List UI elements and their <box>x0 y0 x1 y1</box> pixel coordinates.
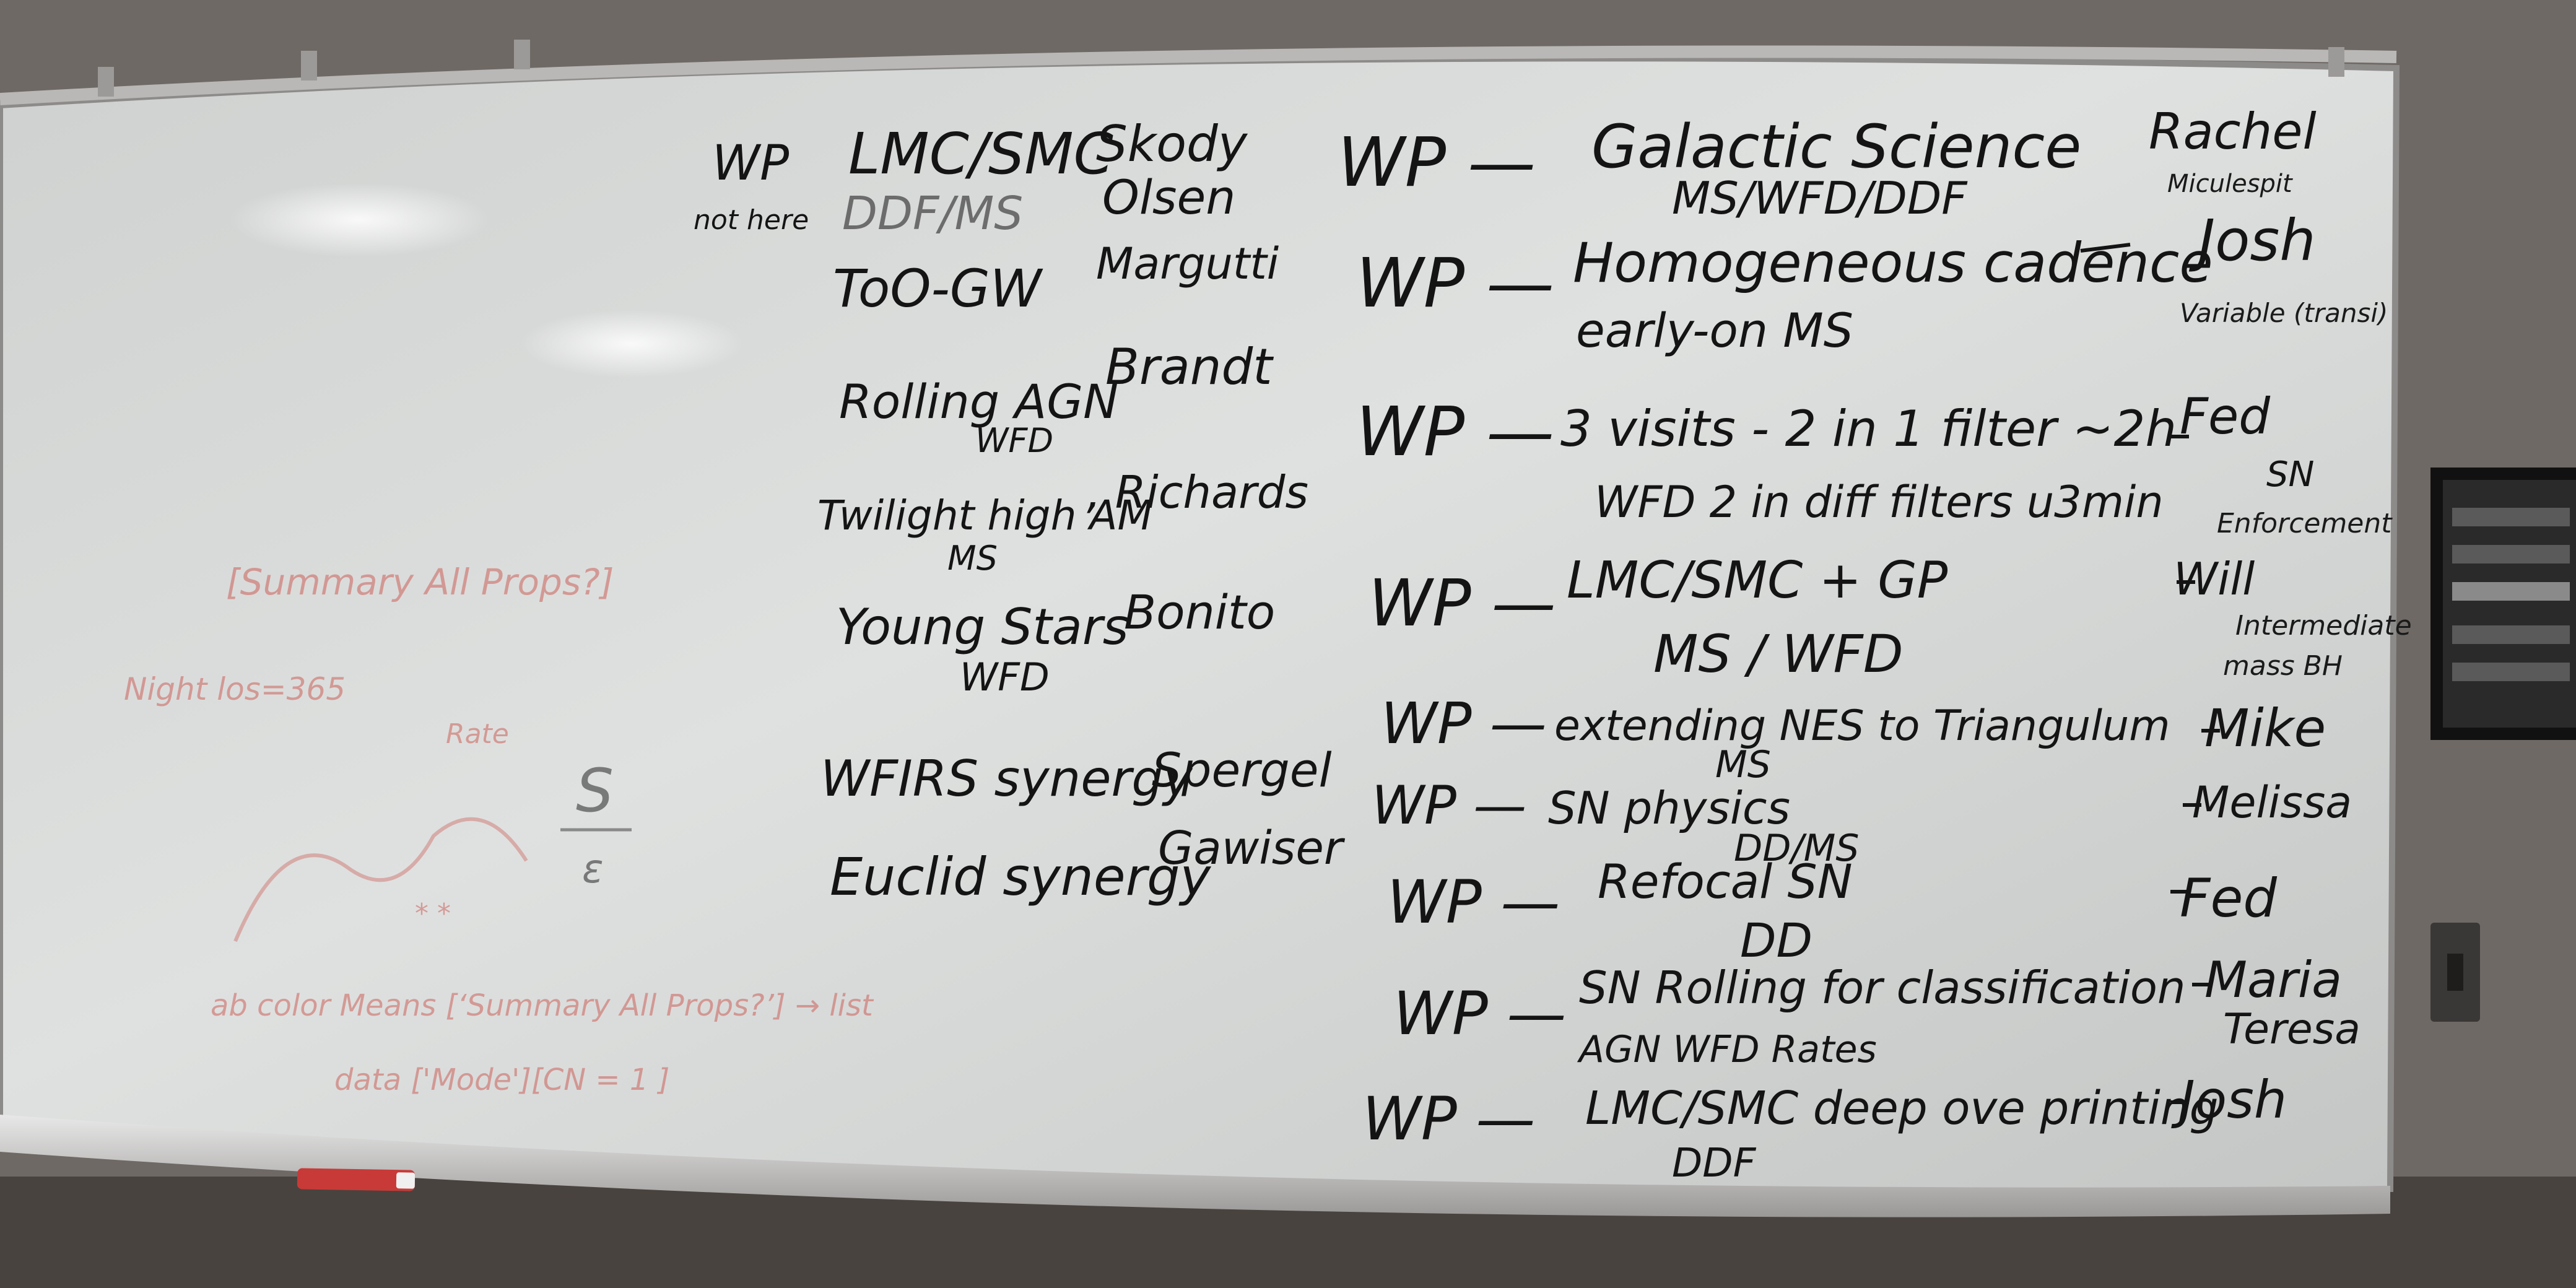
wp-label: WP — <box>1356 392 1554 471</box>
faded-fraction: S ε <box>560 756 632 892</box>
wp-label: WP — <box>1387 868 1560 937</box>
wp-sub: DD/MS <box>1734 827 1859 870</box>
wp-who: Josh <box>2188 207 2316 274</box>
left-name: Spergel <box>1152 742 1332 798</box>
left-topic: Euclid synergy <box>830 846 1211 907</box>
wp-title: 3 visits - 2 in 1 filter ~2h <box>1560 400 2177 458</box>
left-topic: LMC/SMC <box>848 121 1113 187</box>
wp-label: WP — <box>1372 775 1526 837</box>
left-sub: WFD <box>975 421 1053 460</box>
faded-note: [Summary All Props?] <box>226 561 614 603</box>
faded-note: data ['Mode'][CN = 1 ] <box>334 1063 669 1097</box>
wp-title: LMC/SMC deep ove printing <box>1585 1082 2219 1135</box>
sign-bar <box>2452 663 2570 681</box>
marker-tray <box>0 1115 2390 1217</box>
wp-who-note: mass BH <box>2223 650 2343 682</box>
left-wp-tag: WP <box>712 136 789 191</box>
left-column: WP not here LMC/SMC DDF/MS Skody Olsen T… <box>694 115 1346 907</box>
faded-note: Night los=365 <box>124 671 346 707</box>
left-name: Brandt <box>1105 338 1274 396</box>
sign-bar <box>2452 508 2570 526</box>
top-rail <box>0 45 2397 105</box>
left-name: Olsen <box>1102 170 1235 225</box>
faded-curve <box>233 817 528 942</box>
wp-who: Fed <box>2180 388 2271 445</box>
faded-star-mark: * * <box>415 898 451 929</box>
sign-bar <box>2452 582 2570 601</box>
sign-bar <box>2452 545 2570 564</box>
rail-clip <box>301 51 317 80</box>
wp-who-note: Miculespit <box>2167 170 2293 198</box>
left-sub: MS <box>947 539 998 578</box>
left-not-here: not here <box>694 204 809 236</box>
fraction-numerator: S <box>576 756 614 825</box>
red-marker[interactable] <box>297 1168 416 1191</box>
wp-title: SN Rolling for classification <box>1579 962 2186 1014</box>
wp-sub: MS <box>1715 743 1771 786</box>
wp-who-note: Variable (transi) <box>2180 298 2388 328</box>
faded-note: ab color Means [‘Summary All Props?’] → … <box>211 988 874 1023</box>
wp-sub: DDF <box>1672 1141 1757 1186</box>
rail-clip <box>98 67 114 97</box>
left-name: Gawiser <box>1158 822 1346 875</box>
wp-who: Maria <box>2204 951 2342 1009</box>
wp-label: WP — <box>1368 565 1556 641</box>
wp-who-note: Teresa <box>2223 1005 2361 1054</box>
rail-clip <box>2328 47 2344 77</box>
wp-label: WP — <box>1381 690 1547 757</box>
wp-who: Josh <box>2171 1069 2287 1130</box>
wp-label: WP — <box>1362 1084 1535 1154</box>
wp-sub: DD <box>1740 913 1812 968</box>
wp-title: LMC/SMC + GP <box>1567 551 1948 610</box>
wp-sub: WFD 2 in diff filters u3min <box>1595 477 2164 528</box>
fraction-denominator: ε <box>582 846 604 892</box>
left-name: Margutti <box>1096 238 1279 289</box>
wp-title: Galactic Science <box>1591 112 2081 181</box>
sign-bar <box>2452 625 2570 644</box>
wp-who: Fed <box>2180 868 2277 929</box>
wp-label: WP — <box>1338 123 1536 202</box>
light-glare <box>229 183 489 257</box>
wp-sub: MS / WFD <box>1653 624 1904 684</box>
wp-title: Homogeneous cadence <box>1573 231 2213 295</box>
wp-label: WP — <box>1393 979 1566 1048</box>
faded-red-notes: [Summary All Props?] Night los=365 Rate … <box>124 561 874 1097</box>
wp-sub: AGN WFD Rates <box>1577 1028 1877 1071</box>
light-switch-toggle[interactable] <box>2447 954 2463 991</box>
left-name: , Richards <box>1087 466 1308 518</box>
rail-clip <box>514 40 530 69</box>
left-sub: WFD <box>960 655 1050 700</box>
wp-title: extending NES to Triangulum <box>1554 702 2170 751</box>
wp-sub: MS/WFD/DDF <box>1672 172 1968 224</box>
left-topic: ToO-GW <box>833 258 1043 319</box>
left-topic: Young Stars <box>836 598 1128 656</box>
wp-who: Will <box>2174 553 2255 605</box>
wp-who: Rachel <box>2149 103 2317 160</box>
left-topic: WFIRS synergy <box>820 750 1193 807</box>
wp-sub: early-on MS <box>1576 303 1853 358</box>
left-topic: Twilight high AM <box>817 492 1152 539</box>
left-name: Bonito <box>1124 585 1275 640</box>
wp-title: Refocal SN <box>1598 854 1853 909</box>
dash <box>2080 243 2131 253</box>
marker-cap <box>396 1172 416 1189</box>
light-glare <box>520 310 743 378</box>
wp-title: SN physics <box>1548 782 1790 834</box>
wp-who: Mike <box>2204 698 2326 759</box>
left-sub: DDF/MS <box>842 187 1023 240</box>
left-topic: Rolling AGN <box>839 374 1118 429</box>
right-column: WP — Galactic Science MS/WFD/DDF Rachel … <box>1338 103 2412 1186</box>
faded-note: Rate <box>446 718 509 750</box>
wp-label: WP — <box>1356 243 1554 323</box>
dash-marks <box>2080 243 2220 1104</box>
wp-who-note: SN <box>2266 455 2314 495</box>
wp-who-note: Enforcement <box>2217 508 2393 539</box>
wp-who: Melissa <box>2192 777 2352 828</box>
wp-who-note: Intermediate <box>2235 610 2412 642</box>
left-name: Skody <box>1096 115 1248 173</box>
